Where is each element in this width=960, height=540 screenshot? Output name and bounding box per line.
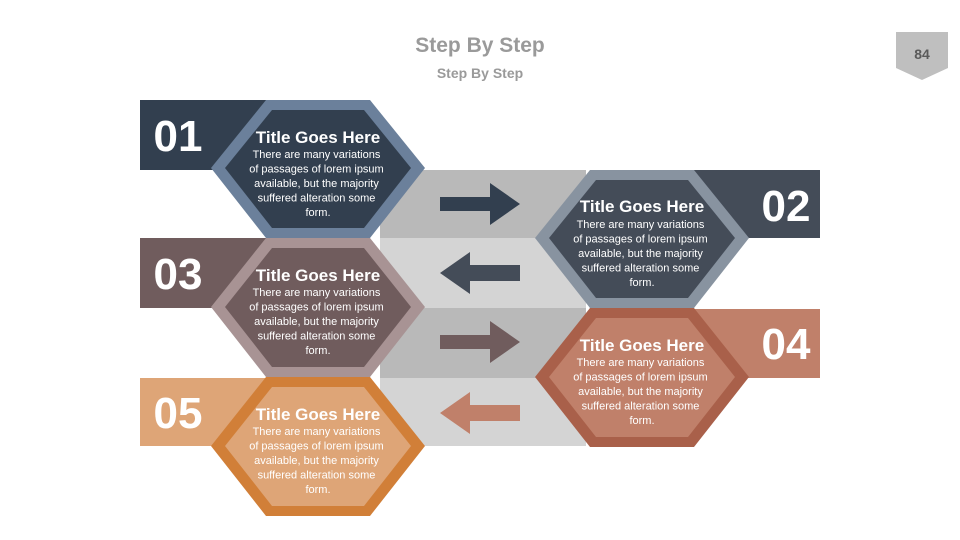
step-03-title: Title Goes Here (256, 266, 380, 285)
step-01-hexagon (225, 110, 411, 228)
step-02: 02 Title Goes Here There are many variat… (535, 170, 820, 308)
step-04: 04 Title Goes Here There are many variat… (535, 308, 820, 447)
step-02-hexagon (549, 180, 735, 298)
step-05-description: There are many variations of passages of… (249, 426, 387, 496)
step-04-title: Title Goes Here (580, 336, 704, 355)
step-03: 03 Title Goes Here There are many variat… (140, 238, 425, 377)
step-01-description: There are many variations of passages of… (249, 149, 387, 219)
step-05-title: Title Goes Here (256, 405, 380, 424)
step-01-number: 01 (154, 112, 203, 161)
step-02-number: 02 (762, 182, 811, 231)
step-03-description: There are many variations of passages of… (249, 287, 387, 357)
step-05: 05 Title Goes Here There are many variat… (140, 377, 425, 516)
page-badge-shape (896, 32, 948, 80)
step-01-title: Title Goes Here (256, 128, 380, 147)
arrow-right-icon (440, 321, 520, 363)
step-03-number: 03 (154, 250, 203, 299)
arrow-right-icon (440, 183, 520, 225)
step-02-title: Title Goes Here (580, 197, 704, 216)
arrow-left-icon (440, 252, 520, 294)
page-number: 84 (914, 46, 930, 62)
step-05-number: 05 (154, 389, 203, 438)
step-04-number: 04 (762, 320, 811, 369)
flow-arrows (440, 183, 520, 434)
step-03-hexagon (225, 248, 411, 367)
step-01: 01 Title Goes Here There are many variat… (140, 100, 425, 238)
step-02-description: There are many variations of passages of… (573, 219, 711, 289)
step-04-description: There are many variations of passages of… (573, 357, 711, 427)
arrow-left-icon (440, 392, 520, 434)
slide-title: Step By Step (415, 34, 545, 57)
step-04-hexagon (549, 318, 735, 437)
page-number-badge: 84 (896, 32, 948, 80)
step-05-hexagon (225, 387, 411, 506)
slide-subtitle: Step By Step (437, 65, 523, 81)
